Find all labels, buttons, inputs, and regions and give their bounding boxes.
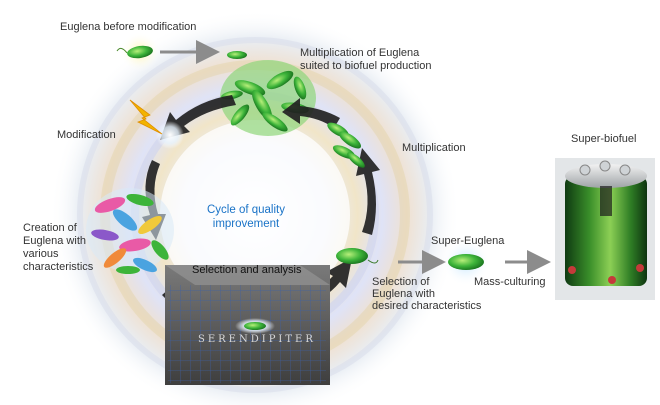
selected-euglena-icon [336, 248, 379, 264]
euglena-before-icon [116, 32, 160, 72]
label-serendipiter: SERENDIPITER [198, 334, 316, 345]
label-selection-desired-2: Euglena with [372, 288, 435, 300]
label-super-euglena: Super-Euglena [431, 235, 505, 247]
label-selection-desired-3: desired characteristics [372, 300, 482, 312]
label-creation-2: Euglena with [23, 235, 86, 247]
concentric-halo [50, 10, 460, 405]
label-cycle-1: Cycle of quality [207, 204, 285, 216]
multiplication-cells [327, 122, 365, 168]
label-euglena-before: Euglena before modification [60, 21, 197, 33]
label-creation-3: various [23, 248, 59, 260]
label-creation-4: characteristics [23, 261, 94, 273]
label-modification: Modification [57, 129, 116, 141]
small-euglena-icon [227, 51, 247, 59]
lightning-icon [129, 99, 184, 149]
super-euglena-icon [442, 238, 490, 286]
bioreactor-photo [555, 158, 655, 300]
label-multiplication: Multiplication [402, 142, 466, 154]
label-super-biofuel: Super-biofuel [571, 133, 637, 145]
label-cycle-2: improvement [212, 218, 280, 230]
label-mass-culturing: Mass-culturing [474, 276, 546, 288]
analysis-grid-icon [165, 265, 330, 385]
various-euglena-cluster [86, 188, 174, 274]
label-multiplication-suited-1: Multiplication of Euglena [300, 47, 420, 59]
label-creation-1: Creation of [23, 222, 77, 234]
label-selection-analysis: Selection and analysis [192, 264, 302, 276]
label-multiplication-suited-2: suited to biofuel production [300, 60, 432, 72]
label-selection-desired-1: Selection of [372, 276, 430, 288]
